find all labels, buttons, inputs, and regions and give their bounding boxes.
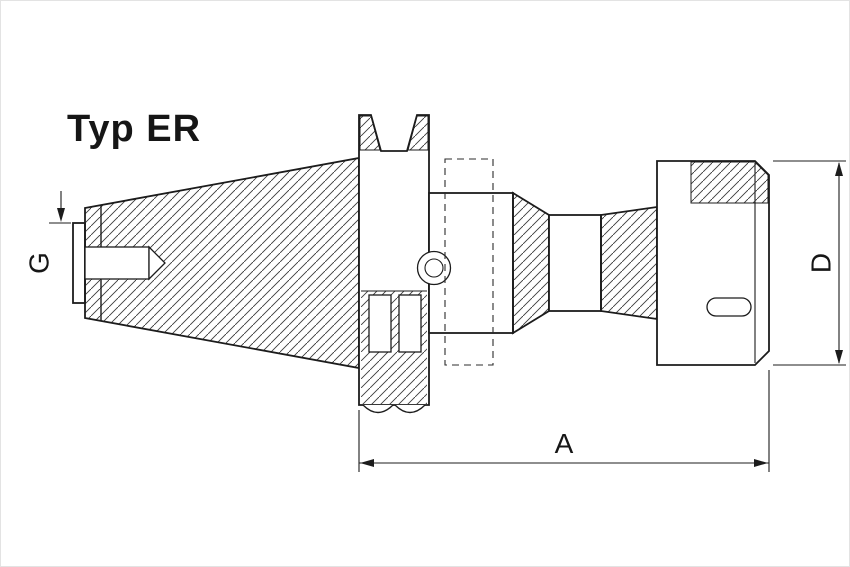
dimension-g: G bbox=[23, 191, 71, 274]
dim-a-arrowhead-left bbox=[360, 459, 374, 467]
ball-lock-detail-outer bbox=[416, 250, 452, 286]
dim-label-d: D bbox=[805, 253, 836, 273]
transition-cone-left bbox=[512, 191, 550, 335]
v-groove-rim-left bbox=[359, 115, 381, 151]
v-groove-rim-right bbox=[407, 115, 429, 151]
drawing-title: Typ ER bbox=[67, 108, 201, 150]
dim-label-a: A bbox=[555, 428, 574, 459]
drive-slot-right bbox=[398, 294, 422, 353]
hidden-detail-outline bbox=[444, 158, 494, 366]
flange-bottom-lobe-right bbox=[394, 404, 426, 414]
dimension-d: D bbox=[773, 160, 846, 366]
pull-stud-bore-tip bbox=[148, 245, 166, 281]
shank-end-face bbox=[72, 222, 86, 304]
dim-g-arrowhead bbox=[57, 208, 65, 222]
er-clamping-nut bbox=[656, 160, 770, 366]
dimension-a: A bbox=[358, 370, 770, 472]
ball-lock-detail-inner bbox=[424, 258, 444, 278]
neck-cylinder bbox=[548, 214, 602, 312]
flange bbox=[358, 114, 430, 414]
dim-a-arrowhead-right bbox=[754, 459, 768, 467]
dim-label-g: G bbox=[23, 252, 54, 274]
spanner-slot bbox=[706, 297, 752, 317]
taper-shank bbox=[72, 156, 360, 370]
transition-cone-right bbox=[600, 205, 658, 321]
flange-bottom-lobe-left bbox=[362, 404, 394, 414]
drive-slot-left bbox=[368, 294, 392, 353]
nut-section-hatch bbox=[690, 161, 769, 204]
pull-stud-bore bbox=[84, 246, 150, 280]
chuck-body bbox=[416, 158, 658, 366]
dim-d-arrowhead-top bbox=[835, 162, 843, 176]
dim-d-arrowhead-bottom bbox=[835, 350, 843, 364]
